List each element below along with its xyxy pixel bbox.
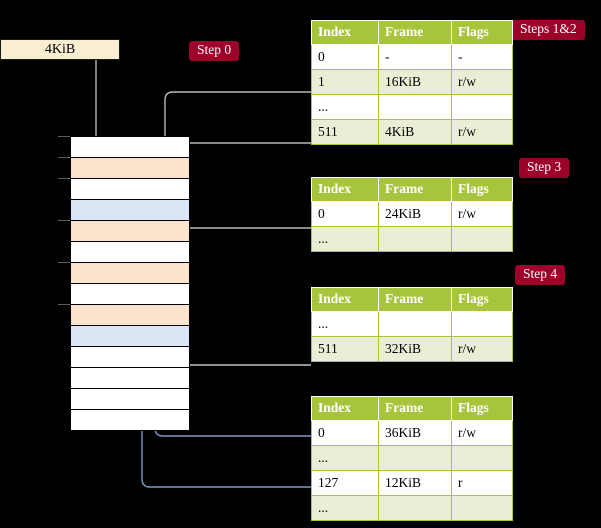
memory-frame-cell xyxy=(71,284,189,305)
memory-frame-cell xyxy=(71,410,189,431)
memory-frame-cell xyxy=(71,347,189,368)
cell-index: ... xyxy=(311,445,379,471)
cell-index: 511 xyxy=(311,119,379,145)
memory-frame-tick xyxy=(58,262,70,263)
cell-frame: 32KiB xyxy=(378,336,452,362)
column-header-flags: Flags xyxy=(451,287,513,312)
column-header-index: Index xyxy=(311,287,379,312)
cell-frame xyxy=(378,495,452,521)
column-header-frame: Frame xyxy=(378,396,452,421)
cell-flags xyxy=(451,226,513,252)
cell-index: 127 xyxy=(311,470,379,496)
column-header-index: Index xyxy=(311,396,379,421)
cell-frame xyxy=(378,226,452,252)
link-step0-rail xyxy=(164,91,311,101)
cell-frame: 4KiB xyxy=(378,119,452,145)
memory-frame-cell xyxy=(71,263,189,284)
cell-index: 1 xyxy=(311,69,379,95)
page-table-row: ... xyxy=(311,226,513,252)
memory-frame-tick xyxy=(58,304,70,305)
label-steps-1-2: Steps 1&2 xyxy=(512,20,585,40)
column-header-frame: Frame xyxy=(378,287,452,312)
column-header-flags: Flags xyxy=(451,177,513,202)
cell-index: 0 xyxy=(311,420,379,446)
memory-frame-cell xyxy=(71,305,189,326)
memory-frame-cell xyxy=(71,137,189,158)
memory-frame-cell xyxy=(71,326,189,347)
link-table1-to-frame xyxy=(171,142,311,216)
page-table-row: ... xyxy=(311,94,513,120)
cell-flags: r xyxy=(451,470,513,496)
cell-flags: r/w xyxy=(451,119,513,145)
cell-frame xyxy=(378,445,452,471)
link-table3-to-frame xyxy=(179,315,311,366)
cell-frame: 12KiB xyxy=(378,470,452,496)
memory-frame-tick xyxy=(58,157,70,158)
cell-frame: 36KiB xyxy=(378,420,452,446)
column-header-frame: Frame xyxy=(378,20,452,45)
cell-index: 0 xyxy=(311,44,379,70)
memory-frame-cell xyxy=(71,368,189,389)
memory-frame-tick xyxy=(58,136,70,137)
physical-memory-column xyxy=(70,136,190,431)
label-step-4: Step 4 xyxy=(515,265,566,285)
column-header-index: Index xyxy=(311,20,379,45)
page-table-row: ... xyxy=(311,311,513,337)
cell-frame: 16KiB xyxy=(378,69,452,95)
cell-frame: 24KiB xyxy=(378,201,452,227)
column-header-frame: Frame xyxy=(378,177,452,202)
cell-frame: - xyxy=(378,44,452,70)
memory-frame-cell xyxy=(71,179,189,200)
column-header-flags: Flags xyxy=(451,20,513,45)
page-table-row: 0-- xyxy=(311,44,513,70)
cell-index: ... xyxy=(311,311,379,337)
cell-flags: - xyxy=(451,44,513,70)
column-header-flags: Flags xyxy=(451,396,513,421)
cell-index: ... xyxy=(311,495,379,521)
page-table-row: ... xyxy=(311,445,513,471)
link-table4-row127-to-frame xyxy=(141,240,311,488)
cell-flags xyxy=(451,311,513,337)
memory-frame-tick xyxy=(58,178,70,179)
label-step-0: Step 0 xyxy=(189,41,240,61)
cell-index: ... xyxy=(311,94,379,120)
cell-flags xyxy=(451,94,513,120)
cell-flags: r/w xyxy=(451,201,513,227)
memory-frame-tick xyxy=(58,220,70,221)
cell-flags xyxy=(451,445,513,471)
source-frame-label: 4KiB xyxy=(44,41,76,57)
memory-frame-cell xyxy=(71,242,189,263)
label-step-3: Step 3 xyxy=(519,158,570,178)
cell-frame xyxy=(378,311,452,337)
memory-frame-cell xyxy=(71,200,189,221)
column-header-index: Index xyxy=(311,177,379,202)
source-frame-box: 4KiB xyxy=(0,39,120,60)
memory-frame-cell xyxy=(71,158,189,179)
cell-flags: r/w xyxy=(451,336,513,362)
cell-index: ... xyxy=(311,226,379,252)
cell-frame xyxy=(378,94,452,120)
memory-frame-cell xyxy=(71,221,189,242)
cell-flags: r/w xyxy=(451,420,513,446)
cell-flags: r/w xyxy=(451,69,513,95)
cell-index: 0 xyxy=(311,201,379,227)
page-table-row: ... xyxy=(311,495,513,521)
link-table2-to-frame xyxy=(177,227,311,252)
cell-index: 511 xyxy=(311,336,379,362)
memory-frame-cell xyxy=(71,389,189,410)
cell-flags xyxy=(451,495,513,521)
